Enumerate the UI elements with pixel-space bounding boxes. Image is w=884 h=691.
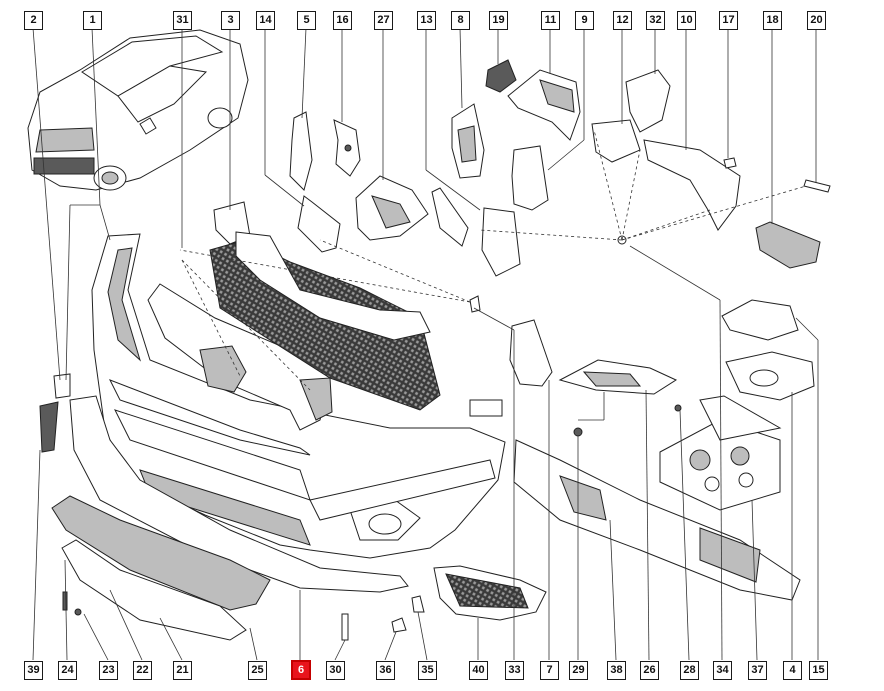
callout-38[interactable]: 38 [607, 661, 626, 680]
bracket-27[interactable] [355, 175, 429, 241]
fog-lamp-kit-37[interactable] [659, 395, 782, 511]
callout-34[interactable]: 34 [713, 661, 732, 680]
callout-23[interactable]: 23 [99, 661, 118, 680]
callout-29[interactable]: 29 [569, 661, 588, 680]
callout-13[interactable]: 13 [417, 11, 436, 30]
fog-lamp-grille-40[interactable] [433, 565, 547, 621]
callout-28[interactable]: 28 [680, 661, 699, 680]
callout-25[interactable]: 25 [248, 661, 267, 680]
bracket-8[interactable] [451, 103, 485, 179]
vehicle-thumbnail [27, 29, 249, 191]
callout-19[interactable]: 19 [489, 11, 508, 30]
headlamp-bracket-5[interactable] [289, 111, 313, 191]
callout-21[interactable]: 21 [173, 661, 192, 680]
callout-32[interactable]: 32 [646, 11, 665, 30]
callout-8[interactable]: 8 [451, 11, 470, 30]
clip-17[interactable] [723, 157, 737, 169]
callout-39[interactable]: 39 [24, 661, 43, 680]
bracket-7[interactable] [509, 319, 553, 387]
clip-35[interactable] [411, 595, 425, 613]
callout-24[interactable]: 24 [58, 661, 77, 680]
clip-29[interactable] [573, 427, 583, 437]
callout-22[interactable]: 22 [133, 661, 152, 680]
fog-lamp-trim-4[interactable] [725, 351, 815, 401]
screw-28[interactable] [674, 404, 682, 412]
callout-36[interactable]: 36 [376, 661, 395, 680]
deflector-12[interactable] [591, 119, 641, 163]
callout-20[interactable]: 20 [807, 11, 826, 30]
callout-7[interactable]: 7 [540, 661, 559, 680]
bracket-14[interactable] [297, 195, 341, 253]
callout-9[interactable]: 9 [575, 11, 594, 30]
callout-30[interactable]: 30 [326, 661, 345, 680]
callout-12[interactable]: 12 [613, 11, 632, 30]
callout-11[interactable]: 11 [541, 11, 560, 30]
callout-40[interactable]: 40 [469, 661, 488, 680]
callout-35[interactable]: 35 [418, 661, 437, 680]
callout-17[interactable]: 17 [719, 11, 738, 30]
bracket-18[interactable] [755, 221, 821, 269]
callout-6-highlighted[interactable]: 6 [291, 660, 311, 680]
callout-2[interactable]: 2 [24, 11, 43, 30]
callout-10[interactable]: 10 [677, 11, 696, 30]
callout-26[interactable]: 26 [640, 661, 659, 680]
bolt-20[interactable] [803, 179, 831, 193]
callout-33[interactable]: 33 [505, 661, 524, 680]
deflector-32[interactable] [625, 69, 671, 133]
callout-4[interactable]: 4 [783, 661, 802, 680]
screw-33[interactable] [469, 295, 481, 313]
callout-37[interactable]: 37 [748, 661, 767, 680]
bracket-16[interactable] [333, 119, 361, 177]
callout-18[interactable]: 18 [763, 11, 782, 30]
cross-member-10[interactable] [643, 139, 741, 231]
callout-1[interactable]: 1 [83, 11, 102, 30]
callout-16[interactable]: 16 [333, 11, 352, 30]
callout-3[interactable]: 3 [221, 11, 240, 30]
clip-19[interactable] [485, 59, 517, 93]
air-guide-11[interactable] [507, 69, 581, 141]
impact-beam-38[interactable] [513, 439, 801, 601]
leader-lines [32, 27, 819, 661]
grille-3[interactable] [209, 201, 503, 417]
front-bumper-6[interactable] [91, 233, 506, 559]
bumper-support-frame[interactable] [147, 283, 333, 431]
lower-spoiler-25[interactable] [69, 395, 409, 593]
bracket-15[interactable] [721, 299, 799, 341]
callout-27[interactable]: 27 [374, 11, 393, 30]
bracket-26[interactable] [558, 359, 678, 395]
lower-trim-21[interactable] [51, 495, 271, 641]
callout-5[interactable]: 5 [297, 11, 316, 30]
callout-14[interactable]: 14 [256, 11, 275, 30]
callout-15[interactable]: 15 [809, 661, 828, 680]
bracket-13[interactable] [431, 187, 469, 247]
callout-31[interactable]: 31 [173, 11, 192, 30]
air-guide-9[interactable] [481, 145, 549, 277]
bolt-30[interactable] [341, 613, 349, 641]
clip-36[interactable] [391, 617, 407, 633]
